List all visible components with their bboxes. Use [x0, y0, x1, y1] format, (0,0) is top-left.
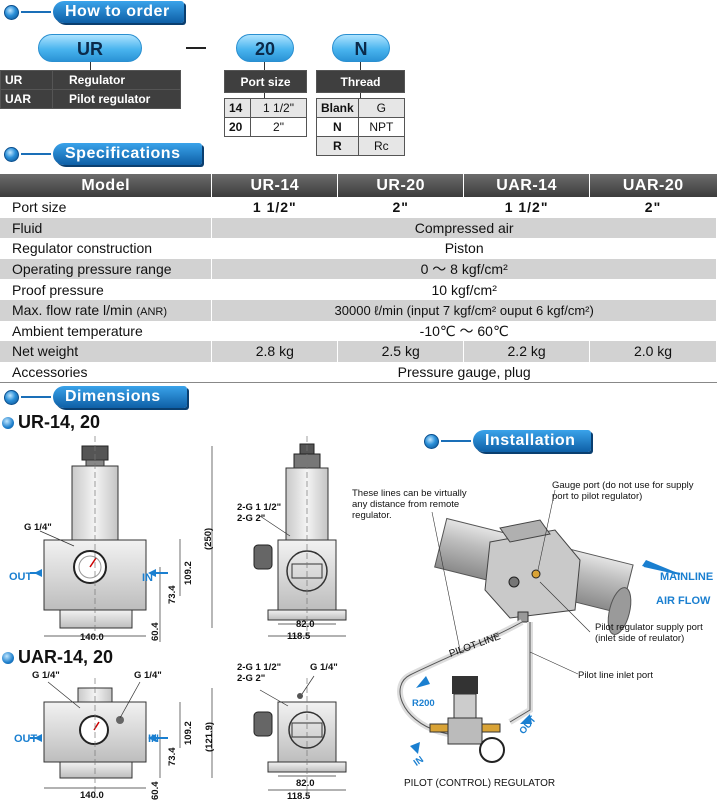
- uar-in-label: IN: [148, 733, 159, 745]
- spec-row-fluid: Fluid Compressed air: [0, 217, 717, 239]
- install-r200-label: R200: [412, 698, 435, 709]
- install-airflow-label: AIR FLOW: [656, 595, 711, 607]
- section-banner-installation: Installation: [424, 430, 592, 452]
- uar-port-label-2: 2-G 2": [237, 673, 266, 684]
- port-size-table: Port size 14 1 1/2" 20 2": [224, 70, 307, 137]
- spec-row-port-size: Port size 1 1/2" 2" 1 1/2" 2": [0, 197, 717, 218]
- ur-dim-82: 82.0: [296, 619, 315, 630]
- bullet-icon: [2, 651, 14, 664]
- uar-dim-82: 82.0: [296, 778, 315, 789]
- spec-header-row: Model UR-14 UR-20 UAR-14 UAR-20: [0, 174, 717, 197]
- spec-row-flow-rate: Max. flow rate l/min (ANR) 30000 ℓ/min (…: [0, 299, 717, 321]
- uar-side-view-drawing: [253, 675, 347, 798]
- installation-diagram: [397, 489, 681, 763]
- uar-dim-118: 118.5: [287, 791, 311, 802]
- bullet-icon: [4, 4, 19, 20]
- install-supply-port-note: Pilot regulator supply port (inlet side …: [595, 622, 703, 644]
- model-code-table: UR Regulator UAR Pilot regulator: [0, 70, 181, 109]
- ur-port-label-2: 2-G 2": [237, 513, 266, 524]
- install-gauge-port-note: Gauge port (do not use for supply port t…: [552, 480, 694, 502]
- section-title: How to order: [53, 1, 184, 23]
- ur-gauge-port-label: G 1/4": [24, 522, 52, 533]
- uar-dim-121: (121.9): [204, 721, 215, 752]
- ur-side-view-drawing: [253, 436, 347, 637]
- uar-pilot-port-label: G 1/4": [134, 670, 162, 681]
- uar-dim-140: 140.0: [80, 790, 104, 801]
- ur-dimension-heading: UR-14, 20: [2, 412, 100, 433]
- install-mainline-label: MAINLINE: [660, 571, 714, 583]
- ur-port-label-1: 2-G 1 1/2": [237, 502, 282, 513]
- ur-dim-73: 73.4: [167, 585, 178, 605]
- ur-dim-60: 60.4: [150, 622, 161, 642]
- ur-dim-250: (250): [203, 527, 214, 550]
- ur-dim-140: 140.0: [80, 632, 104, 643]
- thread-table: Thread Blank G N NPT R Rc: [316, 70, 406, 156]
- section-title: Installation: [473, 430, 592, 452]
- order-code-port: 20: [236, 34, 294, 62]
- uar-out-label: OUT: [14, 733, 38, 745]
- bullet-icon: [4, 389, 19, 405]
- uar-dim-73: 73.4: [167, 747, 178, 767]
- spec-row-net-weight: Net weight 2.8 kg 2.5 kg 2.2 kg 2.0 kg: [0, 341, 717, 362]
- order-code-model: UR: [38, 34, 142, 62]
- uar-dim-109: 109.2: [183, 721, 194, 745]
- ur-in-label: IN: [142, 572, 153, 584]
- specifications-table: Model UR-14 UR-20 UAR-14 UAR-20 Port siz…: [0, 174, 717, 383]
- section-title: Dimensions: [53, 386, 187, 408]
- order-hyphen: [186, 47, 206, 49]
- uar-dimension-heading: UAR-14, 20: [2, 647, 113, 668]
- section-banner-how-to-order: How to order: [4, 1, 184, 23]
- uar-front-view-drawing: [30, 678, 213, 798]
- ur-dim-118: 118.5: [287, 631, 311, 642]
- bullet-icon: [2, 416, 14, 429]
- install-note-lines: These lines can be virtually any distanc…: [352, 488, 467, 521]
- ur-dim-109: 109.2: [183, 561, 194, 585]
- uar-top-port-label: G 1/4": [310, 662, 338, 673]
- spec-row-pressure-range: Operating pressure range 0 ～ 8 kgf/cm²: [0, 258, 717, 280]
- spec-row-proof-pressure: Proof pressure 10 kgf/cm²: [0, 279, 717, 300]
- section-title: Specifications: [53, 143, 203, 165]
- uar-gauge-port-label: G 1/4": [32, 670, 60, 681]
- bullet-icon: [424, 433, 439, 449]
- bullet-icon: [4, 146, 19, 162]
- ur-front-view-drawing: [30, 436, 213, 642]
- section-banner-specifications: Specifications: [4, 143, 203, 165]
- spec-row-ambient: Ambient temperature -10℃ ～ 60℃: [0, 320, 717, 342]
- section-banner-dimensions: Dimensions: [4, 386, 187, 408]
- install-inlet-port-note: Pilot line inlet port: [578, 670, 653, 681]
- spec-row-construction: Regulator construction Piston: [0, 238, 717, 259]
- uar-port-label-1: 2-G 1 1/2": [237, 662, 282, 673]
- install-pilot-regulator-label: PILOT (CONTROL) REGULATOR: [404, 778, 556, 789]
- spec-row-accessories: Accessories Pressure gauge, plug: [0, 361, 717, 383]
- uar-dim-60: 60.4: [150, 781, 161, 801]
- ur-out-label: OUT: [9, 571, 33, 583]
- order-code-thread: N: [332, 34, 390, 62]
